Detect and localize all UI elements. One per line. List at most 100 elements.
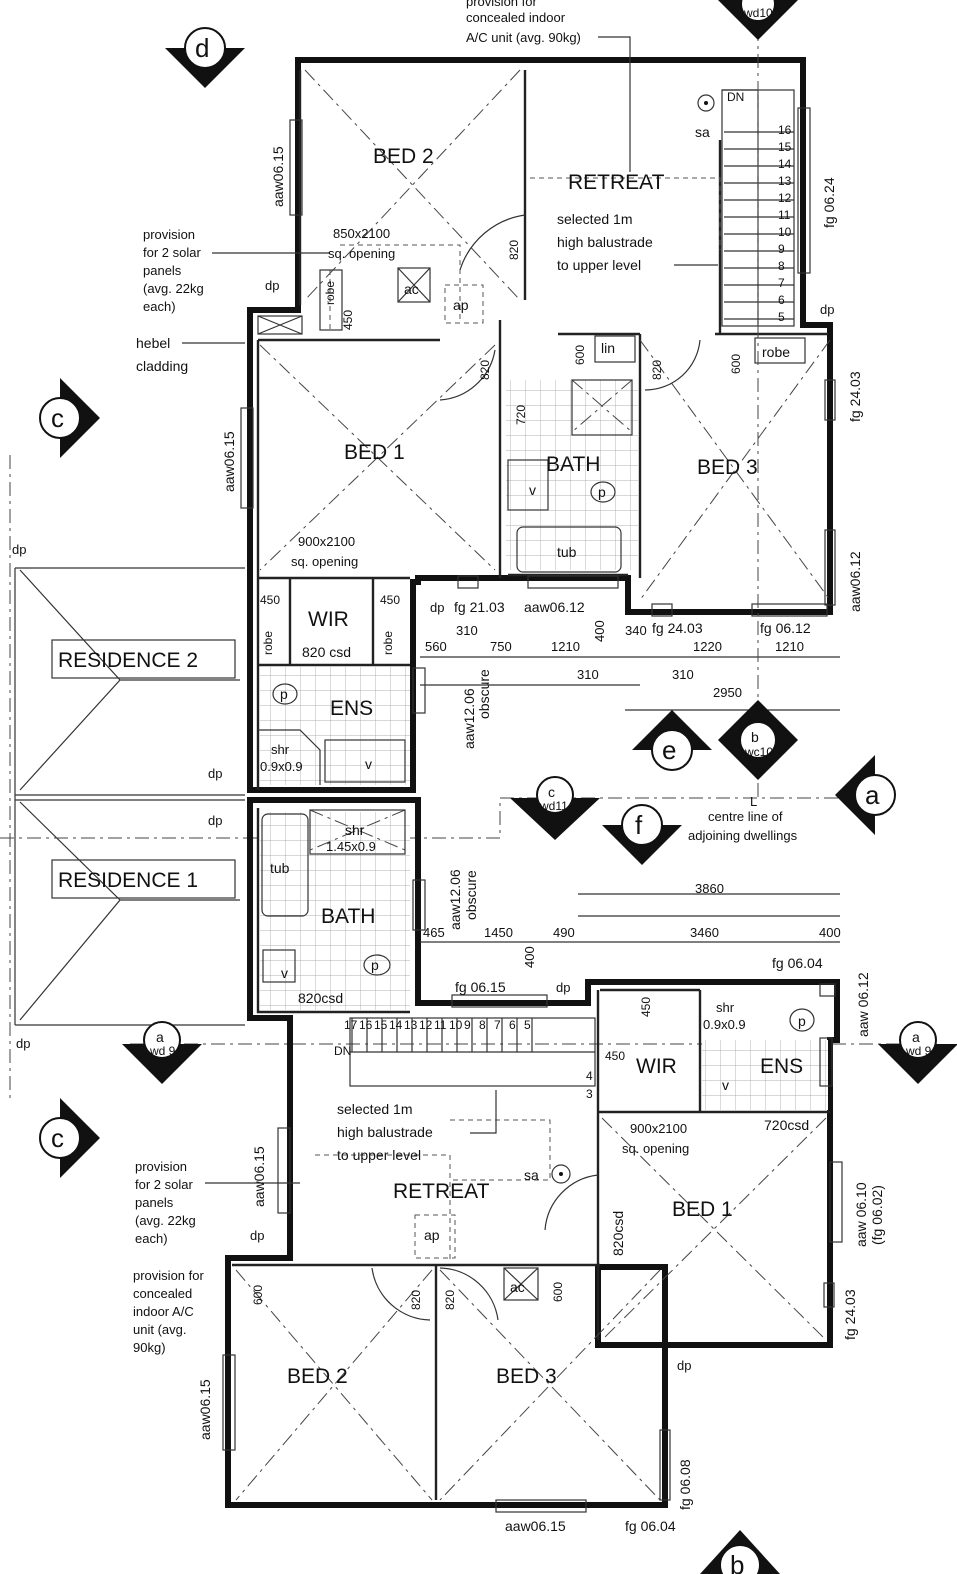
marker-b-bottom: b — [700, 1530, 780, 1574]
svg-text:c: c — [51, 1123, 64, 1153]
lower-fg-2403: fg 24.03 — [842, 1289, 858, 1340]
lower-dwelling: BATH WIR ENS RETREAT BED 1 BED 2 BED 3 s… — [133, 797, 885, 1534]
lower-solar-2: for 2 solar — [135, 1177, 193, 1192]
stair-number: 3 — [586, 1087, 593, 1101]
lower-d820a: 820 — [409, 1290, 423, 1310]
lower-d450b: 450 — [605, 1049, 625, 1063]
lower-shower-box — [309, 809, 406, 855]
stair-number: 12 — [419, 1018, 433, 1032]
lower-ens-tiles — [702, 1040, 828, 1110]
upper-robe-2: robe — [261, 631, 275, 655]
svg-text:a: a — [865, 780, 880, 810]
upper-dp-3: dp — [430, 600, 444, 615]
svg-text:wd 9: wd 9 — [149, 1044, 176, 1058]
dim-d: 1210 — [551, 639, 580, 654]
lower-aaw-obscure: aaw12.06 — [447, 869, 463, 930]
upper-d600a: 600 — [573, 345, 587, 365]
lower-dim-a: 465 — [423, 925, 445, 940]
lower-balustrade-1: selected 1m — [337, 1101, 412, 1117]
stair-number: 16 — [778, 123, 792, 137]
fg-bed3: fg 24.03 — [847, 371, 863, 422]
lower-room-bed2: BED 2 — [287, 1365, 348, 1388]
lower-dp-3: dp — [677, 1358, 691, 1373]
upper-ap: ap — [453, 297, 469, 313]
stair-number: 10 — [778, 225, 792, 239]
fg-06-12: fg 06.12 — [760, 620, 811, 636]
svg-text:c: c — [548, 784, 555, 800]
fg-21-03: fg 21.03 — [454, 599, 505, 615]
lower-ens-p: p — [798, 1013, 806, 1029]
stair-number: 4 — [586, 1069, 593, 1083]
room-retreat: RETREAT — [568, 171, 665, 194]
lower-room-retreat: RETREAT — [393, 1180, 490, 1203]
dim-b: 310 — [456, 623, 478, 638]
dim-i: 1210 — [775, 639, 804, 654]
lower-dp-2: dp — [556, 980, 570, 995]
upper-d820a: 820 — [507, 240, 521, 260]
stair-number: 15 — [778, 140, 792, 154]
lower-opening-label: sq. opening — [622, 1141, 689, 1156]
aaw-bed2: aaw06.15 — [270, 146, 286, 207]
upper-lin: lin — [601, 340, 615, 356]
lower-dim-b: 1450 — [484, 925, 513, 940]
lower-balustrade-2: high balustrade — [337, 1124, 433, 1140]
svg-text:wd11: wd11 — [539, 799, 568, 813]
svg-text:b: b — [730, 1550, 744, 1574]
room-ens: ENS — [330, 697, 373, 720]
svg-text:e: e — [662, 735, 676, 765]
lower-ac-1: provision for — [133, 1268, 204, 1283]
stair-number: 5 — [524, 1018, 531, 1032]
note-ac-top-2: concealed indoor — [466, 10, 566, 25]
lower-stair — [349, 1017, 596, 1087]
svg-text:c: c — [51, 403, 64, 433]
dim-k: 2950 — [713, 685, 742, 700]
stair-number: 9 — [778, 242, 785, 256]
aaw-bed3: aaw06.12 — [847, 551, 863, 612]
upper-vanity — [507, 459, 549, 511]
upper-d450c: 450 — [380, 593, 400, 607]
upper-robe-bed3: robe — [762, 344, 790, 360]
stair-number: 9 — [464, 1018, 471, 1032]
lower-dim-f: 400 — [819, 925, 841, 940]
lower-fg-0604b: fg 06.04 — [625, 1518, 676, 1534]
lower-aaw-0612: aaw 06.12 — [855, 972, 871, 1037]
lower-room-bed3: BED 3 — [496, 1365, 557, 1388]
room-bed1: BED 1 — [344, 441, 405, 464]
note-solar-3: panels — [143, 263, 182, 278]
dim-f: 310 — [577, 667, 599, 682]
marker-b-top: wd10 — [718, 0, 798, 40]
lower-csd-bed1: 820csd — [610, 1211, 626, 1256]
upper-p: p — [598, 484, 606, 500]
stair-number: 13 — [778, 174, 792, 188]
svg-text:f: f — [635, 810, 643, 840]
lower-balustrade-void — [315, 1119, 551, 1260]
note-ac-top-1: provision for — [466, 0, 537, 9]
lower-p: p — [371, 957, 379, 973]
dim-j: 310 — [672, 667, 694, 682]
lower-aaw-retreat: aaw06.15 — [251, 1146, 267, 1207]
stair-number: 7 — [494, 1018, 501, 1032]
note-ac-top-3: A/C unit (avg. 90kg) — [466, 30, 581, 45]
upper-d600b: 600 — [729, 354, 743, 374]
residence1-label: RESIDENCE 1 — [58, 869, 198, 892]
lower-solar-5: each) — [135, 1231, 168, 1246]
upper-d450a: 450 — [341, 310, 355, 330]
stair-number: 8 — [479, 1018, 486, 1032]
upper-ac: ac — [404, 281, 419, 297]
dim-h: 1220 — [693, 639, 722, 654]
lower-d600a: 600 — [251, 1285, 265, 1305]
lower-fg-0602: (fg 06.02) — [869, 1185, 885, 1245]
note-hebel-1: hebel — [136, 335, 170, 351]
lower-dimensions: 465 1450 490 400 3460 400 3860 — [420, 881, 841, 968]
lower-ac-4: unit (avg. — [133, 1322, 186, 1337]
svg-text:wd 9: wd 9 — [905, 1044, 932, 1058]
note-balustrade-1: selected 1m — [557, 211, 632, 227]
svg-text:b: b — [751, 729, 759, 745]
lower-room-bath: BATH — [321, 905, 375, 928]
upper-dp-1: dp — [265, 278, 279, 293]
lower-outer-wall — [225, 797, 840, 1508]
stair-number: 11 — [778, 208, 791, 222]
lower-fg-0604: fg 06.04 — [772, 955, 823, 971]
lower-room-bed1: BED 1 — [672, 1198, 733, 1221]
